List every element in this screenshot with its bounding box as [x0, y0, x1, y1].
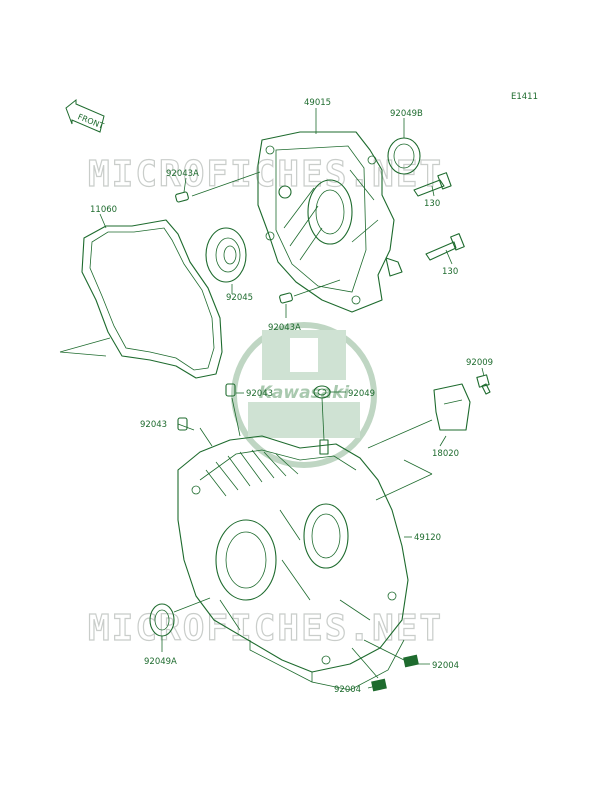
part-label-11060: 11060: [90, 205, 117, 215]
dowel-pin-92043-left: [177, 417, 188, 431]
dowel-pin-92043-right: [225, 383, 236, 397]
part-label-92049A: 92049A: [144, 657, 177, 667]
watermark-bottom: MICROFICHES.NET: [88, 608, 443, 649]
ball-bearing-92045: [205, 227, 247, 283]
part-label-92043A-top: 92043A: [166, 169, 199, 179]
part-label-49015: 49015: [304, 98, 331, 108]
part-label-92049B: 92049B: [390, 109, 423, 119]
part-label-92009: 92009: [466, 358, 493, 368]
front-arrow-icon: FRONT: [65, 98, 105, 133]
part-label-130-mid: 130: [442, 267, 458, 277]
watermark-top: MICROFICHES.NET: [88, 154, 443, 195]
part-label-92004-bottom: 92004: [334, 685, 361, 695]
part-label-49120: 49120: [414, 533, 441, 543]
plug-92004-right: [403, 654, 419, 668]
dowel-pin-92043A-top: [175, 191, 189, 203]
dowel-pin-92043A-mid: [279, 292, 293, 304]
part-label-18020: 18020: [432, 449, 459, 459]
bracket-18020: [433, 383, 471, 431]
crankcase-cover-49015: [257, 131, 403, 313]
part-label-92043-left: 92043: [140, 420, 167, 430]
bolt-130-mid: [425, 233, 465, 261]
part-label-92045: 92045: [226, 293, 253, 303]
part-label-130-top: 130: [424, 199, 440, 209]
leader-lines: [59, 108, 485, 689]
plug-92004-bottom: [371, 678, 387, 692]
crankcase-49120: [177, 435, 409, 691]
part-label-92043-right: 92043: [246, 389, 273, 399]
bolt-130-top: [413, 172, 452, 197]
part-label-92004-right: 92004: [432, 661, 459, 671]
bolt-92009: [476, 374, 491, 395]
part-label-92043A-mid: 92043A: [268, 323, 301, 333]
part-label-92049: 92049: [348, 389, 375, 399]
diagram-code: E1411: [511, 92, 538, 102]
gasket-11060: [81, 219, 223, 379]
